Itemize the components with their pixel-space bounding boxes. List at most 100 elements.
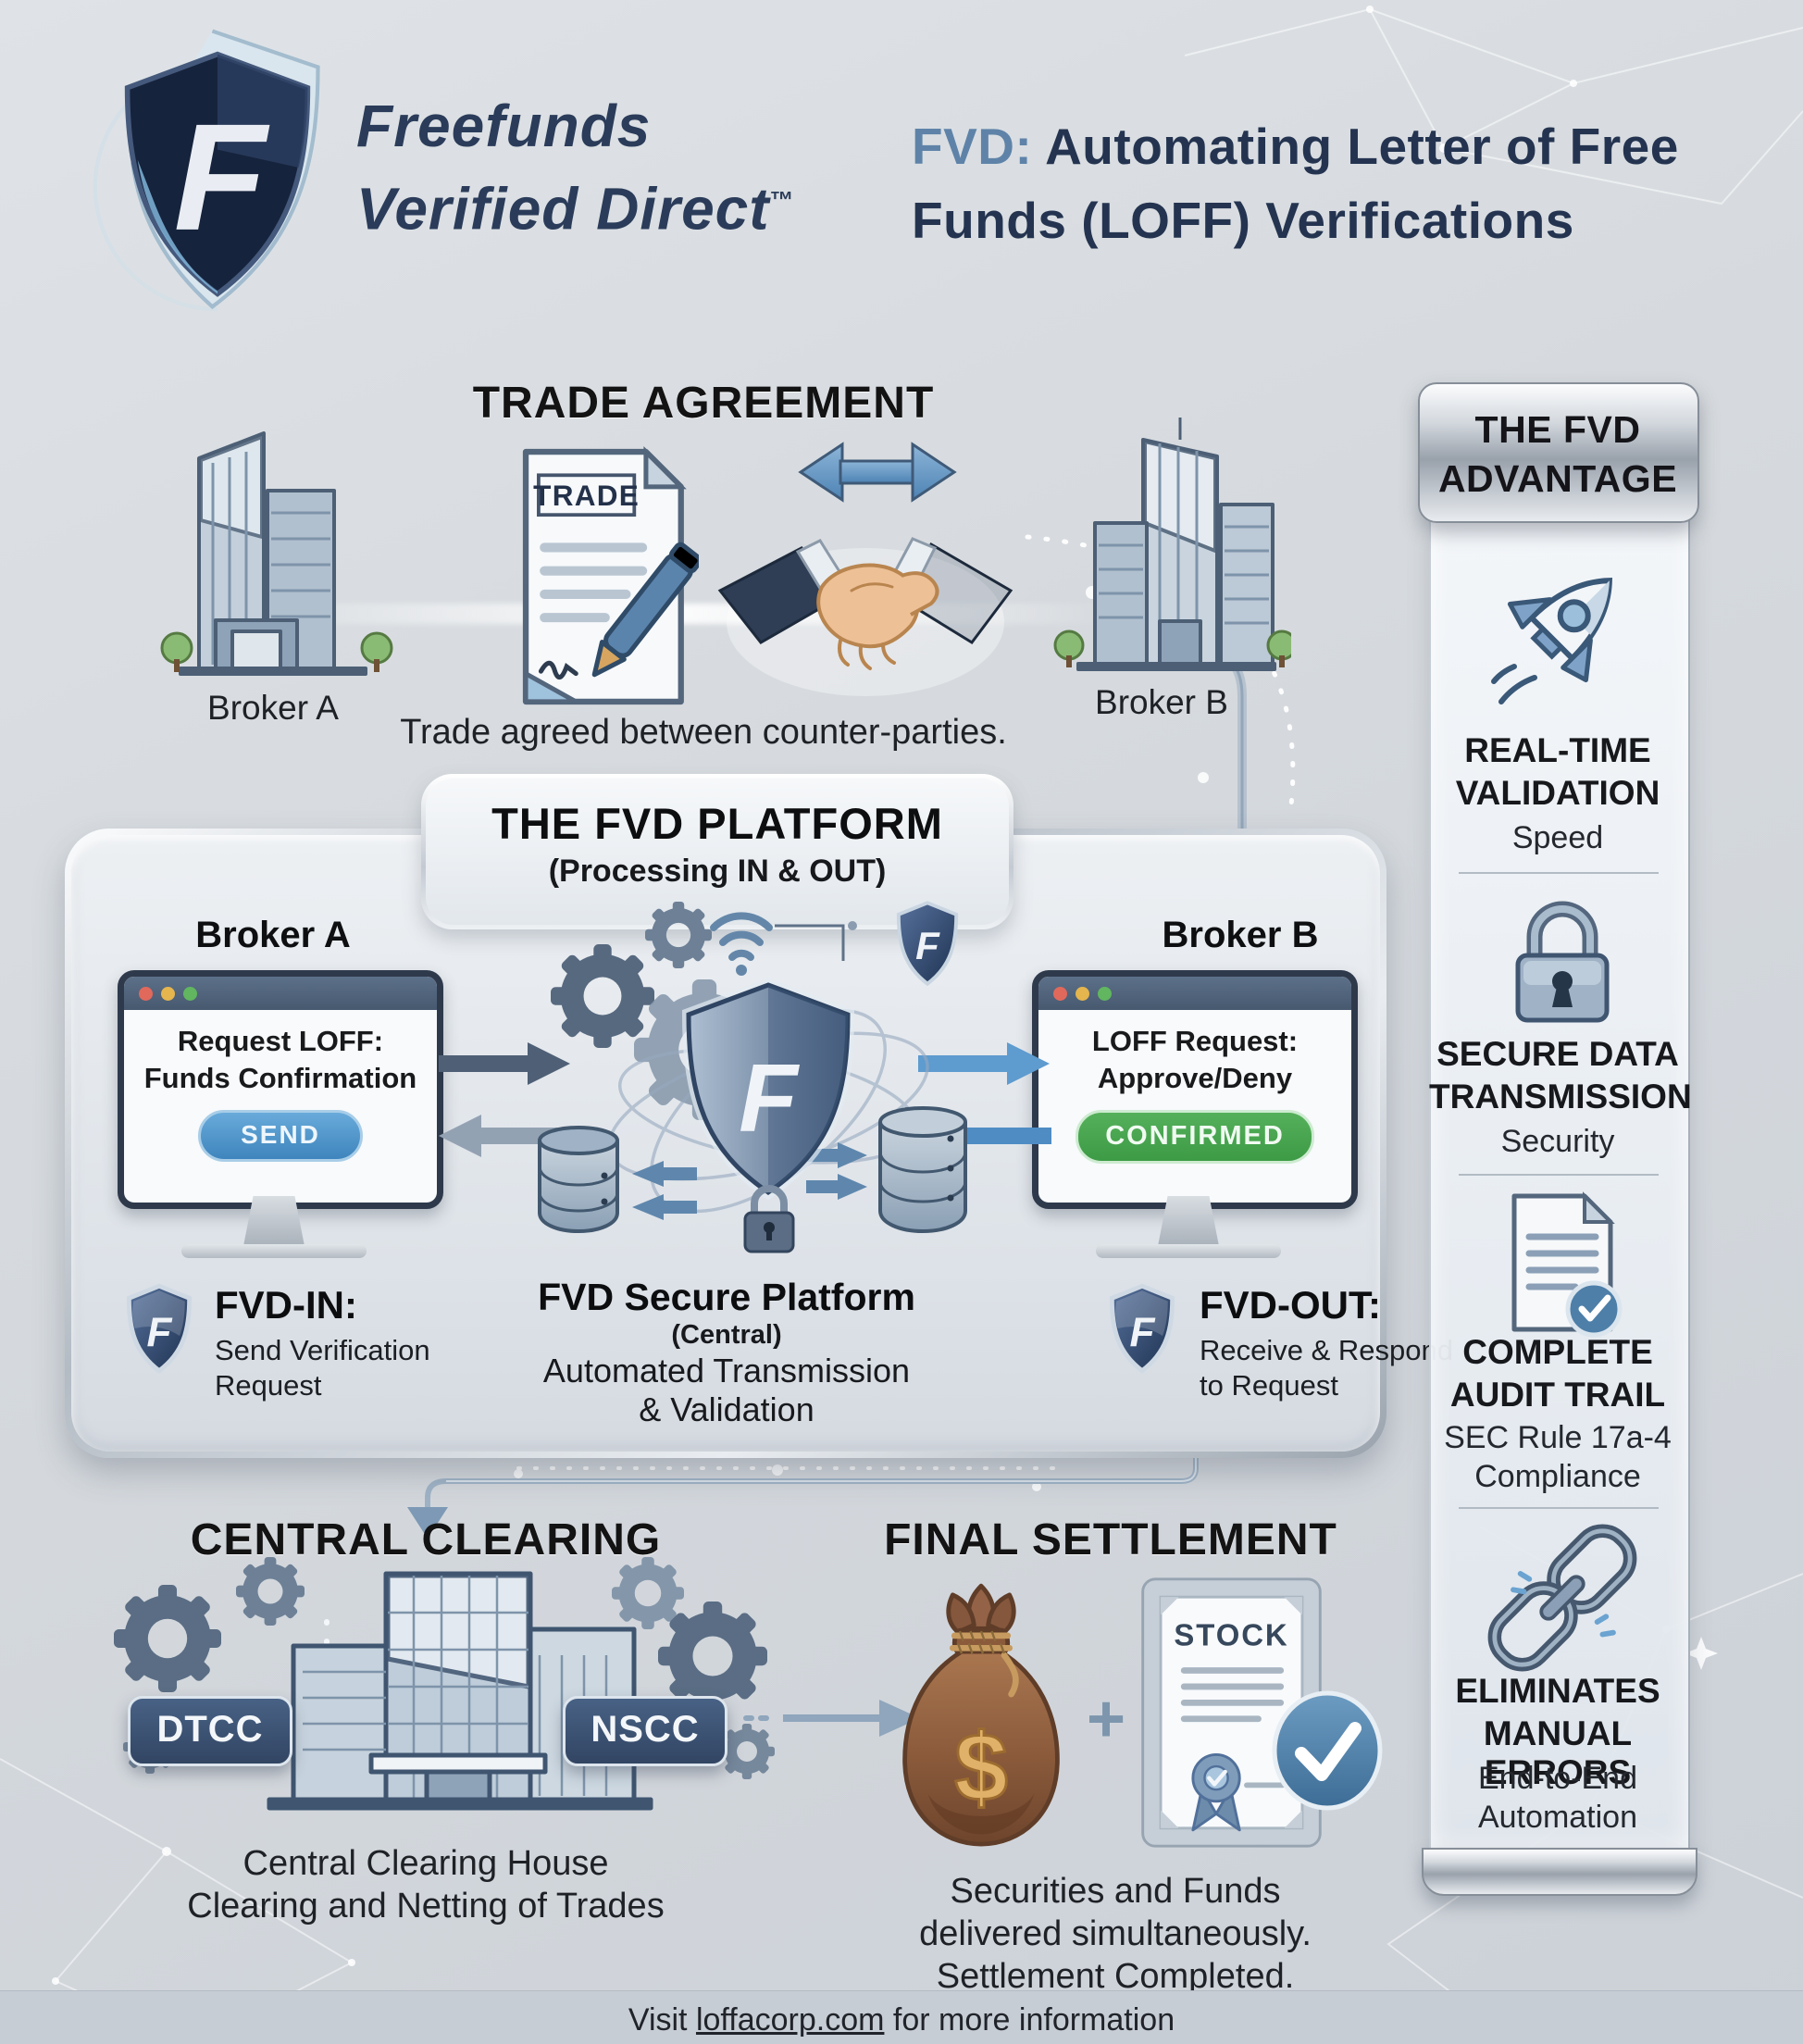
brand-line2: Verified Direct	[356, 175, 770, 243]
monitor-a-line1: Request LOFF:	[177, 1025, 384, 1057]
svg-text:F: F	[739, 1045, 800, 1153]
window-dot-yellow	[1076, 987, 1089, 1001]
page-title-accent: FVD:	[912, 118, 1033, 175]
advantage-header-plate	[1418, 382, 1699, 523]
trade-document-label: TRADE	[533, 479, 640, 512]
footer-text: Visit loffacorp.com for more information	[0, 2002, 1803, 2038]
browser-titlebar	[1038, 977, 1351, 1010]
divider	[1459, 872, 1659, 874]
wifi-icon	[710, 912, 773, 961]
advantage-heading: THE FVD ADVANTAGE	[1418, 405, 1697, 504]
divider	[1459, 1507, 1659, 1509]
svg-text:F: F	[147, 1311, 173, 1356]
clearing-caption-line2: Clearing and Netting of Trades	[187, 1887, 665, 1926]
fvd-out-shield-icon: F	[1103, 1283, 1181, 1374]
dtcc-badge: DTCC	[128, 1696, 292, 1766]
fvd-platform-subheading: (Processing IN & OUT)	[548, 854, 887, 889]
browser-titlebar	[124, 977, 437, 1010]
gear-icon	[114, 1585, 221, 1692]
trade-document-icon: TRADE	[522, 445, 699, 705]
footer-band: Visit loffacorp.com for more information	[0, 1990, 1803, 2044]
advantage-item-title: TRANSMISSION	[1429, 1078, 1692, 1115]
advantage-footer-plate	[1422, 1848, 1697, 1896]
brand-line1: Freefunds	[356, 93, 652, 159]
window-dot-yellow	[161, 987, 175, 1001]
money-bag-icon: $	[902, 1583, 1060, 1847]
advantage-heading-line1: THE FVD	[1474, 408, 1641, 451]
advantage-item-title: VALIDATION	[1455, 774, 1660, 812]
window-dot-red	[139, 987, 153, 1001]
window-dot-red	[1053, 987, 1067, 1001]
monitor-stand	[1158, 1196, 1219, 1246]
monitor-stand	[243, 1196, 305, 1246]
advantage-item-subtitle: Compliance	[1474, 1459, 1641, 1494]
rocket-icon	[1491, 578, 1612, 704]
secure-platform-line2: & Validation	[639, 1390, 814, 1428]
advantage-panel	[1429, 518, 1690, 1850]
divider	[1459, 1174, 1659, 1176]
advantage-item-subtitle: Security	[1500, 1124, 1615, 1159]
advantage-heading-line2: ADVANTAGE	[1437, 457, 1678, 500]
plus-sign: +	[1086, 1682, 1126, 1756]
advantage-item-title: ELIMINATES	[1455, 1672, 1660, 1710]
settlement-caption-line3: Settlement Completed.	[936, 1957, 1295, 1996]
send-button[interactable]: SEND	[198, 1110, 363, 1162]
fvd-out-line2: to Request	[1200, 1369, 1338, 1402]
page-title-line1: Automating Letter of Free	[1032, 118, 1679, 175]
handshake-icon	[717, 442, 1013, 696]
svg-text:F: F	[1130, 1311, 1156, 1356]
flow-arrows	[632, 1142, 867, 1220]
broker-a-label: Broker A	[207, 689, 339, 727]
money-symbol: $	[954, 1714, 1008, 1821]
confirmed-button[interactable]: CONFIRMED	[1076, 1110, 1314, 1164]
advantage-item-title: SECURE DATA	[1436, 1035, 1679, 1073]
final-settlement-heading: FINAL SETTLEMENT	[884, 1515, 1337, 1564]
svg-text:F: F	[915, 924, 940, 967]
window-dot-green	[183, 987, 197, 1001]
monitor-base	[1096, 1244, 1281, 1258]
advantage-item-subtitle: Speed	[1511, 820, 1604, 855]
advantage-item-title: REAL-TIME	[1464, 731, 1651, 769]
secure-platform-title: FVD Secure Platform	[538, 1276, 915, 1318]
lock-icon	[1515, 901, 1610, 1023]
gear-icon	[236, 1557, 305, 1626]
clearing-house-illustration	[114, 1557, 775, 1811]
gear-icon	[645, 902, 712, 968]
footer-prefix: Visit	[628, 2002, 696, 2038]
brand-title: Freefunds Verified Direct™	[356, 89, 930, 245]
footer-link[interactable]: loffacorp.com	[695, 2002, 885, 2038]
page-title: FVD: Automating Letter of Free Funds (LO…	[912, 109, 1772, 257]
advantage-item-subtitle: Automation	[1478, 1800, 1637, 1835]
gear-icon	[551, 944, 654, 1048]
monitor-a-line2: Funds Confirmation	[143, 1062, 417, 1094]
fvd-in-line1: Send Verification	[215, 1334, 430, 1366]
database-icon	[878, 1106, 967, 1234]
fvd-platform-header-plaque	[421, 774, 1013, 929]
gear-icon	[719, 1724, 775, 1779]
certificate-label: STOCK	[1174, 1617, 1288, 1651]
stock-certificate-icon: STOCK	[1141, 1577, 1322, 1848]
broken-chain-icon	[1487, 1524, 1637, 1672]
platform-broker-a-label: Broker A	[195, 915, 351, 955]
fvd-in-line2: Request	[215, 1369, 322, 1402]
audit-document-icon	[1511, 1191, 1623, 1338]
monitor-b-line1: LOFF Request:	[1091, 1025, 1299, 1057]
fvd-out-line1: Receive & Respond	[1200, 1334, 1453, 1366]
settlement-caption-line2: delivered simultaneously.	[919, 1914, 1312, 1953]
trade-agreement-heading: TRADE AGREEMENT	[472, 379, 935, 428]
advantage-item-subtitle: SEC Rule 17a-4	[1444, 1420, 1672, 1455]
fvd-platform-heading: THE FVD PLATFORM	[491, 799, 943, 848]
lock-icon	[743, 1185, 795, 1253]
window-dot-green	[1098, 987, 1112, 1001]
monitor-base	[181, 1244, 367, 1258]
broker-a-building-icon	[160, 431, 393, 676]
central-clearing-heading: CENTRAL CLEARING	[190, 1515, 662, 1564]
footer-suffix: for more information	[884, 2002, 1175, 2038]
broker-b-building-icon	[1053, 418, 1291, 671]
advantage-item-title: AUDIT TRAIL	[1449, 1376, 1666, 1414]
fvd-out-title: FVD-OUT:	[1200, 1283, 1381, 1327]
brand-shield-letter: F	[174, 92, 270, 262]
platform-broker-b-label: Broker B	[1162, 915, 1319, 955]
monitor-b-line2: Approve/Deny	[1097, 1062, 1293, 1094]
page-title-line2: Funds (LOFF) Verifications	[912, 192, 1574, 249]
